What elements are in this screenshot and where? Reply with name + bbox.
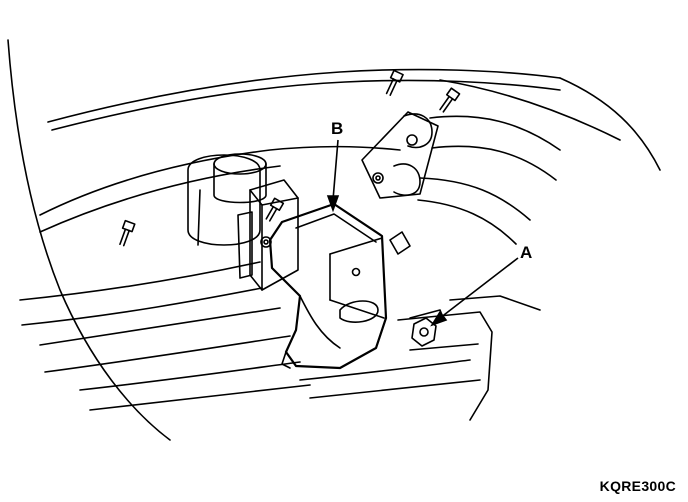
reservoir-cap <box>187 153 267 246</box>
figure-reference-code: KQRE300C <box>599 478 676 494</box>
callout-b-leader <box>332 139 339 201</box>
callout-a-leader <box>439 257 519 319</box>
body-outline-lines <box>7 39 661 441</box>
hose-clamp-bracket <box>361 111 439 199</box>
callout-label-b: B <box>331 119 343 138</box>
callout-label-a: A <box>520 243 532 262</box>
mount-bolt-left <box>260 236 272 248</box>
callout-a-arrowhead <box>430 310 448 327</box>
coolant-pipes <box>19 261 481 411</box>
removed-bolts <box>119 69 461 247</box>
upper-hoses <box>389 115 561 255</box>
support-bracket <box>237 179 299 291</box>
bolt-top-2 <box>439 87 461 113</box>
engine-mount-b <box>268 202 388 370</box>
transmission-housing <box>397 295 541 421</box>
callout-b-arrowhead <box>326 195 340 213</box>
bolt-bracket <box>265 197 285 222</box>
bolt-top-1 <box>385 69 404 96</box>
bolt-left <box>119 219 136 247</box>
